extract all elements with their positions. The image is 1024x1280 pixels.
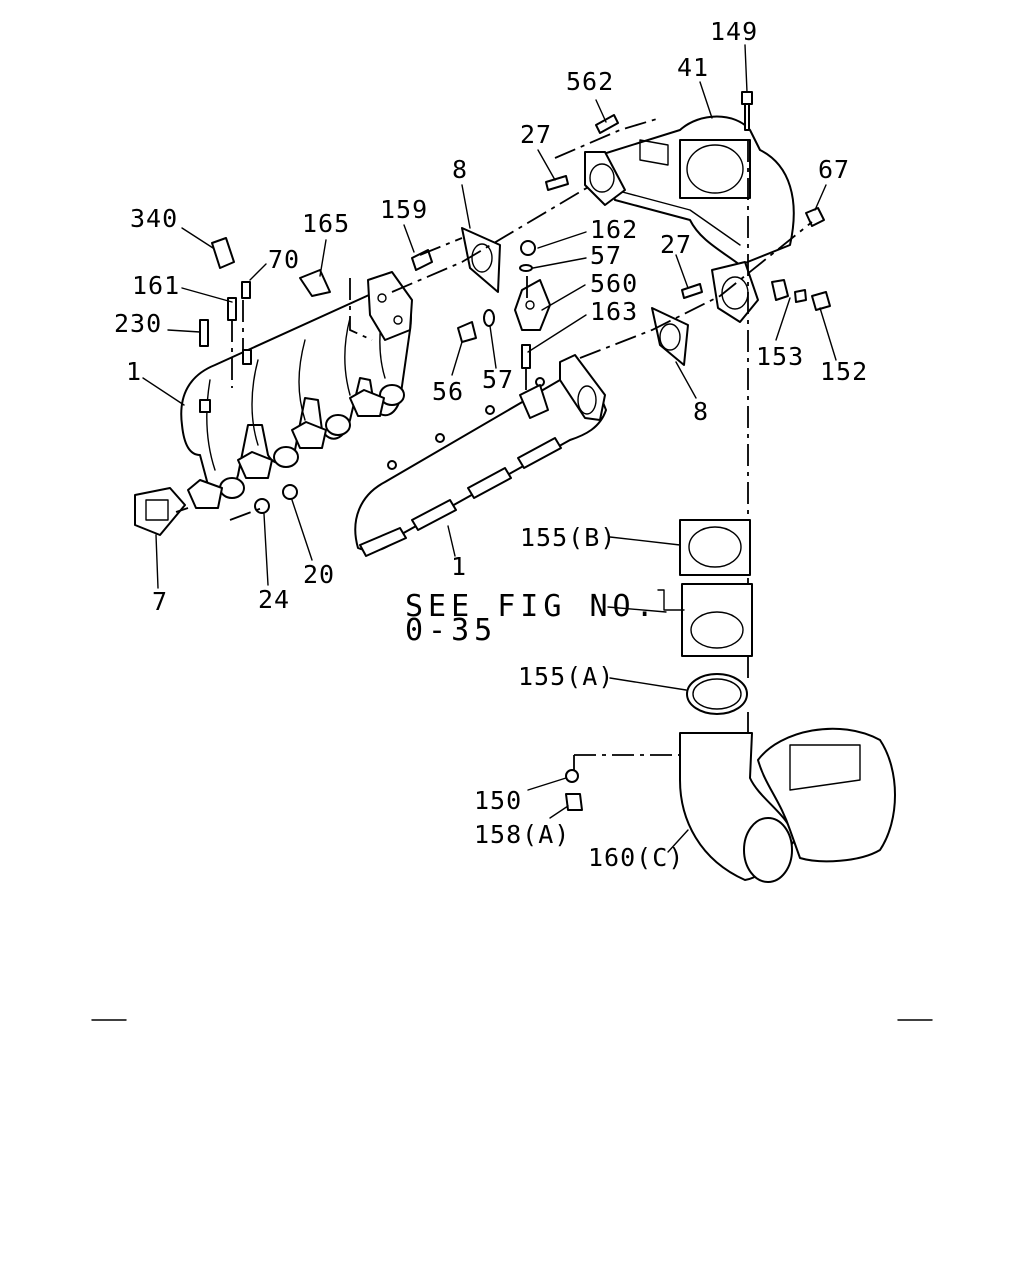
callout-24: 24: [258, 585, 290, 614]
callout-7: 7: [152, 587, 168, 616]
callout-152: 152: [820, 357, 868, 386]
callout-155a: 155(A): [518, 662, 614, 691]
callout-155b: 155(B): [520, 523, 616, 552]
leader-lines: [142, 44, 837, 853]
gaskets-drawing: [134, 227, 689, 536]
callout-70: 70: [268, 245, 300, 274]
callout-57-bottom: 57: [482, 365, 514, 394]
exhaust-pipe-stack-drawing: [657, 519, 896, 883]
callout-162: 162: [590, 215, 638, 244]
callout-163: 163: [590, 297, 638, 326]
callout-562: 562: [566, 67, 614, 96]
reference-note: SEE FIG NO. 0-35: [405, 589, 659, 648]
callout-161: 161: [132, 271, 180, 300]
callout-158a: 158(A): [474, 820, 570, 849]
reference-line-2: 0-35: [405, 613, 497, 648]
callout-165: 165: [302, 209, 350, 238]
callout-56: 56: [432, 377, 464, 406]
callout-57-top: 57: [590, 241, 622, 270]
callout-27-right: 27: [660, 230, 692, 259]
callout-230: 230: [114, 309, 162, 338]
callout-160c: 160(C): [588, 843, 684, 872]
callout-149: 149: [710, 17, 758, 46]
callout-159: 159: [380, 195, 428, 224]
callout-1-center: 1: [451, 552, 467, 581]
callout-27-top: 27: [520, 120, 552, 149]
callout-8-top: 8: [452, 155, 468, 184]
turbo-housing-drawing: [584, 115, 795, 323]
callout-8-right: 8: [693, 397, 709, 426]
callout-150: 150: [474, 786, 522, 815]
callout-20: 20: [303, 560, 335, 589]
bracket-drawing: [514, 279, 551, 331]
callout-340: 340: [130, 204, 178, 233]
exhaust-manifold-drawing: [354, 354, 607, 557]
callout-67: 67: [818, 155, 850, 184]
assembly-lines: [175, 117, 813, 770]
intake-manifold-drawing: [180, 271, 413, 509]
fasteners-drawing: [199, 91, 831, 811]
callout-153: 153: [756, 342, 804, 371]
callout-41: 41: [677, 53, 709, 82]
callout-labels: 149 41 562 27 8 67 340 165 159 162 57 70…: [114, 17, 868, 872]
callout-560: 560: [590, 269, 638, 298]
callout-1-left: 1: [126, 357, 142, 386]
reference-line-1: SEE FIG NO.: [405, 589, 659, 624]
